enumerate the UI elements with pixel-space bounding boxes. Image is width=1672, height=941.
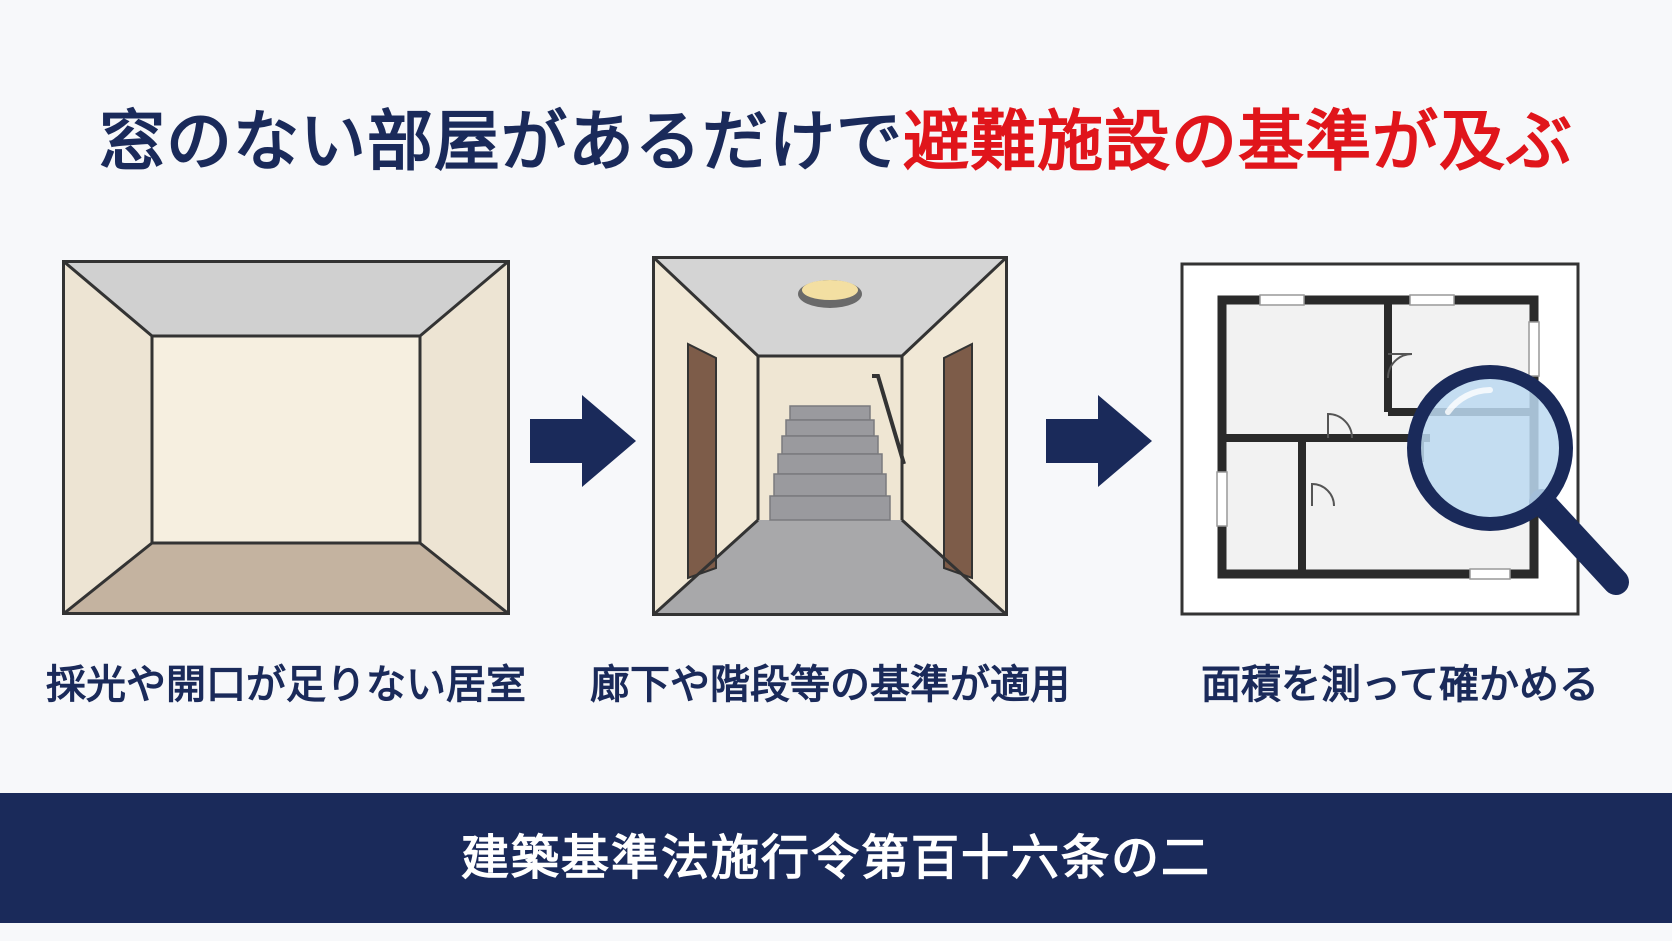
- step-caption-2: 廊下や階段等の基準が適用: [590, 662, 1070, 708]
- arrow-right-icon: [1046, 395, 1152, 491]
- windowless-room-illustration: [62, 260, 510, 615]
- headline-part-2-highlight: 避難施設の基準が及ぶ: [903, 103, 1573, 180]
- step-caption-1: 採光や開口が足りない居室: [46, 662, 526, 708]
- step-caption-3: 面積を測って確かめる: [1201, 662, 1599, 708]
- corridor-stairs-illustration: [652, 256, 1008, 616]
- headline: 窓のない部屋があるだけで避難施設の基準が及ぶ: [0, 88, 1672, 184]
- footer-banner: 建築基準法施行令第百十六条の二: [0, 793, 1672, 923]
- arrow-right-icon: [530, 395, 636, 491]
- magnifying-glass-icon: [1407, 365, 1629, 595]
- law-reference: 建築基準法施行令第百十六条の二: [460, 830, 1211, 886]
- floor-plan-illustration: [1180, 262, 1640, 624]
- headline-part-1: 窓のない部屋があるだけで: [99, 103, 903, 180]
